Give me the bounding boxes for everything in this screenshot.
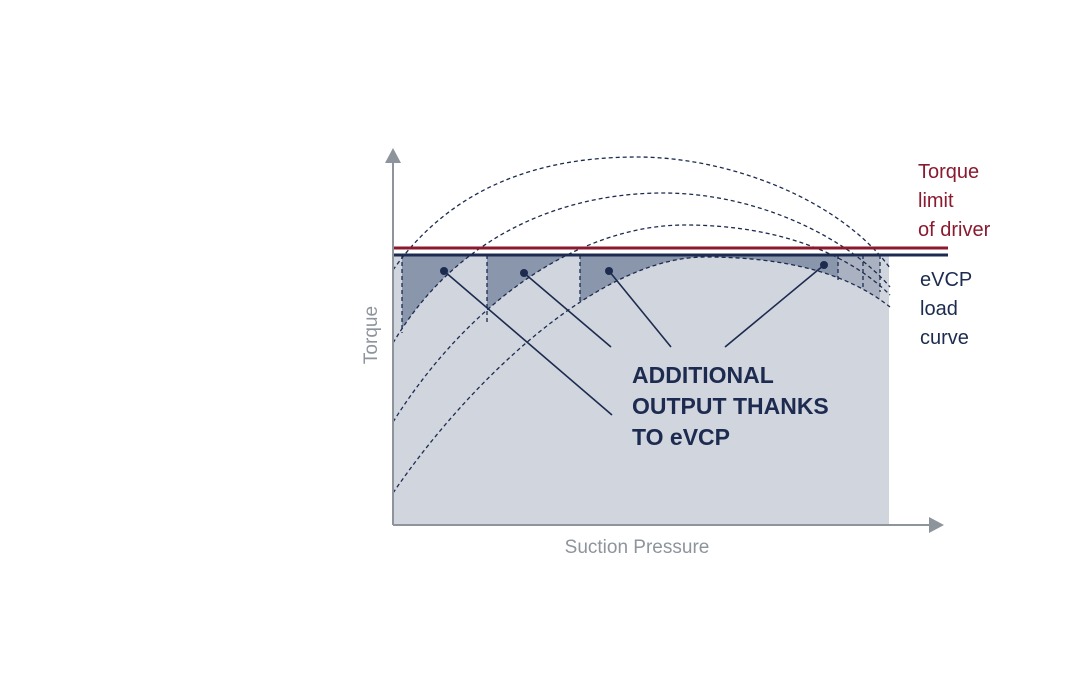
- dashed-curve-4: [392, 256, 891, 494]
- additional-output-region-1: [402, 255, 471, 329]
- x-axis-arrow-icon: [929, 517, 944, 533]
- leader-dot: [520, 269, 528, 277]
- annotation-text: TO eVCP: [632, 424, 730, 450]
- leader-dot: [440, 267, 448, 275]
- y-axis-arrow-icon: [385, 148, 401, 163]
- leader-dot: [820, 261, 828, 269]
- load-curve-label: curve: [920, 327, 969, 349]
- torque-limit-label: of driver: [918, 219, 991, 241]
- additional-output-region-3: [580, 255, 838, 303]
- leader-line: [724, 264, 825, 348]
- leader-dot: [605, 267, 613, 275]
- dashed-curve-2: [392, 192, 891, 344]
- additional-output-region-2: [487, 255, 568, 311]
- y-axis-label: Torque: [361, 306, 382, 364]
- leader-line: [443, 270, 613, 416]
- operating-area: [393, 255, 889, 525]
- load-curve-label: eVCP: [920, 269, 972, 291]
- x-axis-label: Suction Pressure: [565, 537, 710, 558]
- load-curve-label: load: [920, 298, 958, 320]
- dashed-curve-3: [392, 224, 891, 423]
- annotation-text: ADDITIONAL: [632, 362, 774, 388]
- torque-limit-label: Torque: [918, 161, 979, 183]
- annotation-text: OUTPUT THANKS: [632, 393, 829, 419]
- torque-limit-label: limit: [918, 190, 954, 212]
- dashed-curve-1: [392, 156, 891, 271]
- leader-line: [608, 270, 672, 348]
- leader-line: [523, 272, 612, 348]
